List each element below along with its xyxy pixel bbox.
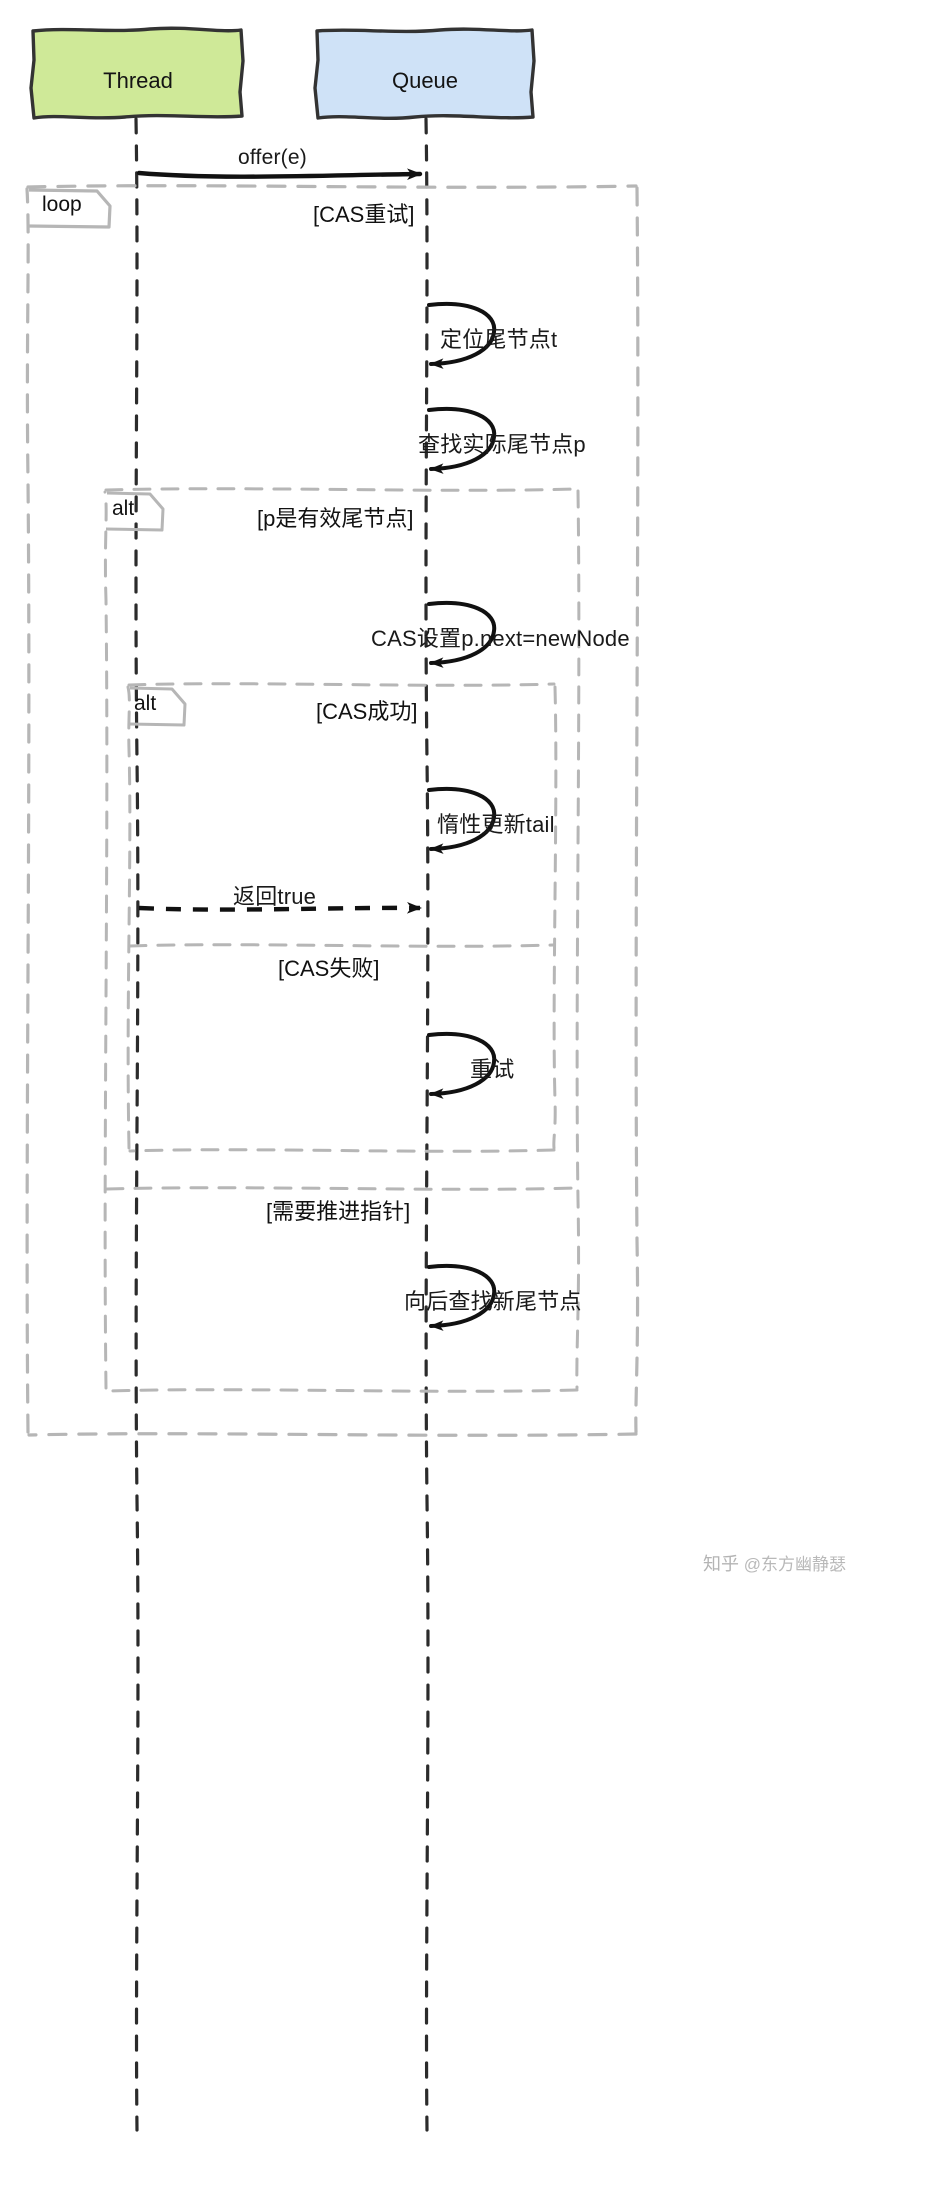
actor-label-thread: Thread [103, 68, 173, 93]
self-message-locate-tail [427, 302, 497, 369]
self-message-lazy-update-tail [427, 787, 497, 854]
lifeline-queue [424, 117, 430, 2132]
message-label-locate-tail: 定位尾节点t [440, 327, 558, 352]
self-message-cas-set-next [427, 601, 497, 668]
frame-alt-cas-success [126, 682, 558, 1153]
frame-alt-p-valid-tail [103, 487, 581, 1393]
watermark-platform: 知乎 [703, 1554, 739, 1574]
self-message-retry [427, 1032, 497, 1099]
actor-box-thread [29, 26, 245, 120]
frame-loop-cas-retry [25, 184, 640, 1437]
message-offer [136, 168, 423, 180]
lifeline-thread [134, 117, 140, 2132]
divider-guard-cas-fail: [CAS失败] [278, 956, 380, 981]
message-return-true [138, 902, 422, 914]
frame-guard-loop: [CAS重试] [313, 202, 415, 227]
watermark: 知乎 @东方幽静瑟 [703, 1550, 846, 1576]
frame-tag-alt-p-valid: alt [112, 497, 135, 520]
message-label-return-true: 返回true [233, 884, 317, 909]
frame-tag-loop: loop [42, 193, 82, 216]
watermark-author: @东方幽静瑟 [743, 1555, 846, 1574]
frame-guard-alt-cas-success: [CAS成功] [316, 699, 418, 724]
message-label-offer: offer(e) [238, 146, 307, 169]
message-label-scan-forward-new-tail: 向后查找新尾节点 [404, 1289, 582, 1314]
frame-tag-alt-cas-success: alt [134, 692, 157, 715]
divider-cas-fail [128, 943, 555, 948]
self-message-scan-forward-new-tail [427, 1264, 497, 1331]
self-message-find-actual-tail [427, 407, 497, 474]
divider-guard-advance-pointer: [需要推进指针] [266, 1199, 411, 1224]
frame-guard-alt-p-valid: [p是有效尾节点] [257, 506, 414, 531]
divider-advance-pointer [105, 1186, 578, 1191]
message-label-lazy-update-tail: 惰性更新tail [437, 812, 555, 837]
message-label-retry: 重试 [470, 1057, 515, 1082]
message-label-find-actual-tail: 查找实际尾节点p [418, 432, 586, 457]
actor-box-queue [313, 27, 536, 120]
message-label-cas-set-next: CAS设置p.next=newNode [371, 626, 630, 651]
actor-label-queue: Queue [391, 68, 459, 93]
